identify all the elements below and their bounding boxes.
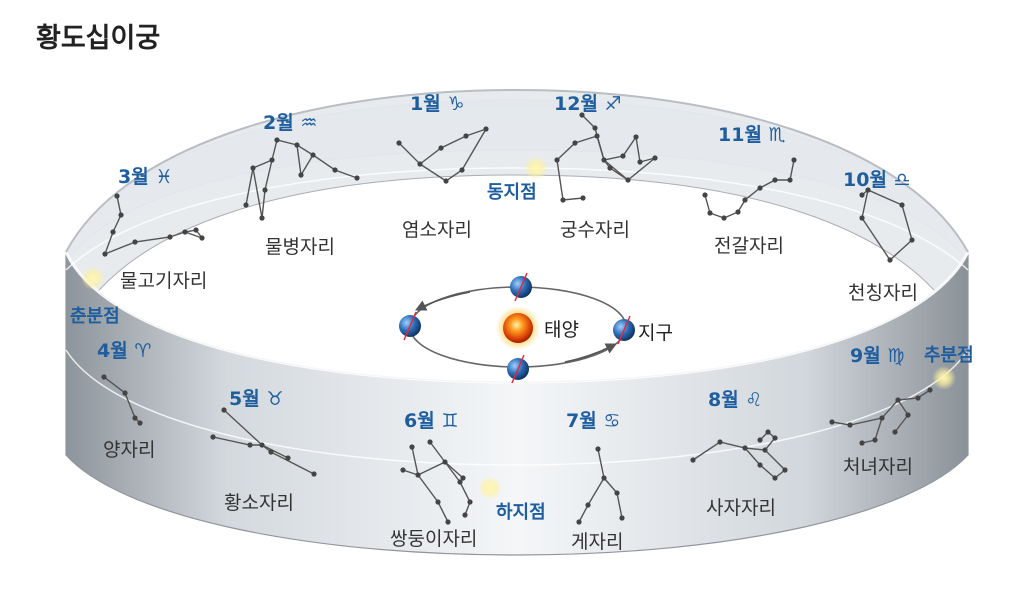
month-label-5: 5월 ♉ bbox=[229, 388, 283, 410]
gemini-figure-3 bbox=[402, 461, 464, 479]
constellation-name-aries: 양자리 bbox=[103, 439, 155, 461]
earth-icon-top bbox=[510, 272, 532, 302]
month-label-4: 4월 ♈ bbox=[97, 340, 151, 362]
month-label-8: 8월 ♌ bbox=[708, 389, 762, 411]
constellation-name-taurus: 황소자리 bbox=[224, 492, 294, 514]
leo-figure bbox=[692, 441, 787, 479]
summer-solstice-glow bbox=[478, 476, 502, 500]
summer-solstice-label: 하지점 bbox=[496, 502, 546, 523]
libra-sign-icon: ♎ bbox=[894, 169, 911, 191]
month-label-9: 9월 ♍ bbox=[850, 345, 904, 367]
sagittarius-figure-3 bbox=[581, 114, 629, 181]
month-label-11: 11월 ♏ bbox=[718, 124, 786, 146]
constellation-stars bbox=[101, 112, 933, 525]
earth-icon-left bbox=[399, 311, 421, 341]
cancer-sign-icon: ♋ bbox=[603, 410, 620, 432]
constellation-name-aquarius: 물병자리 bbox=[265, 236, 335, 258]
ring-back-band bbox=[65, 89, 969, 341]
constellation-name-pisces: 물고기자리 bbox=[120, 270, 207, 292]
winter-solstice-glow bbox=[524, 156, 548, 180]
aquarius-figure bbox=[245, 139, 358, 206]
gemini-sign-icon: ♊ bbox=[441, 410, 458, 432]
month-label-6: 6월 ♊ bbox=[404, 410, 458, 432]
page-title: 황도십이궁 bbox=[36, 23, 161, 54]
sun-icon bbox=[503, 313, 533, 343]
aquarius-sign-icon: ♒ bbox=[300, 112, 317, 134]
leo-sign-icon: ♌ bbox=[745, 389, 762, 411]
constellation-name-scorpius: 전갈자리 bbox=[714, 235, 784, 257]
cancer-figure bbox=[578, 448, 605, 523]
ring-top-rim bbox=[64, 251, 970, 384]
aquarius-figure-2 bbox=[252, 159, 273, 219]
aries-sign-icon: ♈ bbox=[134, 340, 151, 362]
autumnal-equinox-glow bbox=[932, 366, 956, 390]
taurus-sign-icon: ♉ bbox=[266, 388, 283, 410]
gemini-figure bbox=[411, 446, 449, 523]
month-label-3: 3월 ♓ bbox=[118, 166, 172, 188]
ecliptic-line bbox=[65, 349, 969, 466]
constellation-name-capricornus: 염소자리 bbox=[402, 219, 472, 241]
month-label-12: 12월 ♐ bbox=[554, 93, 622, 115]
month-label-2: 2월 ♒ bbox=[263, 112, 317, 134]
constellation-figures bbox=[103, 114, 931, 523]
aries-figure bbox=[103, 376, 141, 424]
sagittarius-sign-icon: ♐ bbox=[605, 93, 622, 115]
sun-label: 태양 bbox=[544, 319, 579, 341]
month-label-10: 10월 ♎ bbox=[843, 169, 911, 191]
vernal-equinox-glow bbox=[81, 266, 105, 290]
constellation-name-sagittarius: 궁수자리 bbox=[560, 219, 630, 241]
month-label-7: 7월 ♋ bbox=[566, 410, 620, 432]
autumnal-equinox-label: 추분점 bbox=[924, 345, 974, 366]
earth-label: 지구 bbox=[638, 322, 673, 344]
constellation-name-leo: 사자자리 bbox=[706, 497, 776, 519]
earth-icon-bottom bbox=[507, 354, 529, 384]
virgo-sign-icon: ♍ bbox=[887, 345, 904, 367]
ecliptic-line-back bbox=[65, 167, 969, 271]
month-label-1: 1월 ♑ bbox=[410, 93, 464, 115]
capricornus-figure bbox=[398, 127, 488, 182]
leo-figure-2 bbox=[759, 431, 776, 451]
constellation-name-gemini: 쌍둥이자리 bbox=[390, 528, 477, 550]
constellation-name-virgo: 처녀자리 bbox=[843, 456, 913, 478]
constellation-name-libra: 천칭자리 bbox=[848, 282, 918, 304]
capricorn-sign-icon: ♑ bbox=[447, 93, 464, 115]
orbit-arrow-left bbox=[414, 291, 471, 311]
vernal-equinox-label: 춘분점 bbox=[70, 306, 120, 327]
taurus-figure bbox=[223, 409, 315, 475]
constellation-name-cancer: 게자리 bbox=[571, 531, 623, 553]
pisces-figure bbox=[103, 195, 204, 256]
earth-icons bbox=[399, 272, 635, 384]
winter-solstice-label: 동지점 bbox=[487, 182, 537, 203]
pisces-sign-icon: ♓ bbox=[155, 166, 172, 188]
orbit-arrow-right bbox=[564, 343, 618, 363]
taurus-figure-2 bbox=[212, 436, 289, 459]
ring-top-outline bbox=[65, 88, 969, 253]
scorpio-sign-icon: ♏ bbox=[769, 124, 786, 146]
earth-icon-right bbox=[613, 315, 635, 345]
